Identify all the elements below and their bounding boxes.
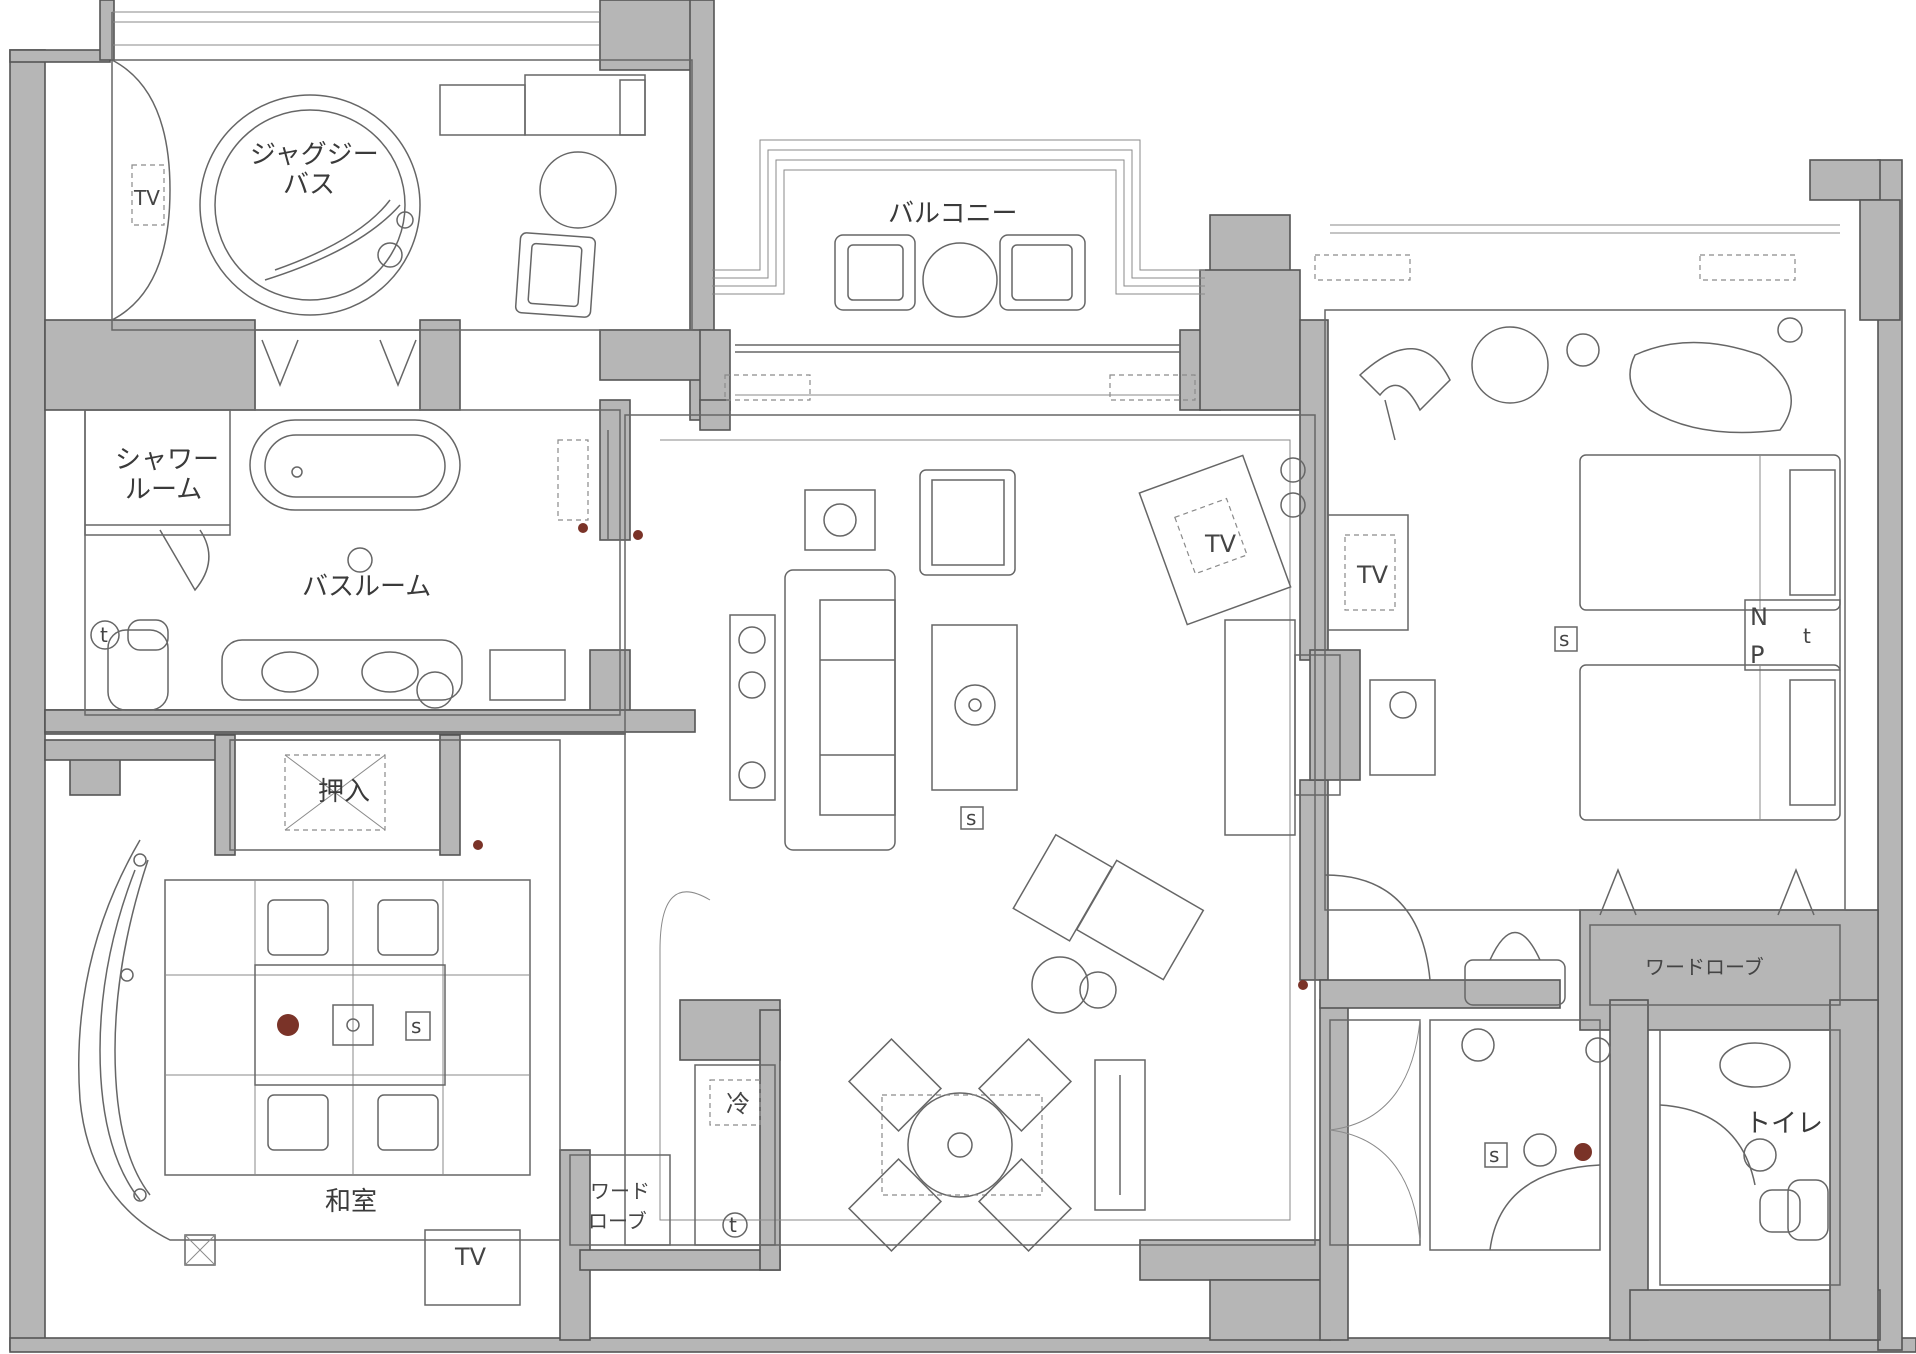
label-bathroom: バスルーム (302, 572, 431, 602)
entry-and-toilet (1329, 1019, 1841, 1286)
tv-tag-living: TV (1204, 530, 1237, 558)
label-wardrobe: ワードローブ (1645, 955, 1764, 979)
label-shower-line1: シャワー (115, 445, 219, 475)
label-toilet: トイレ (1745, 1109, 1823, 1139)
safe-tag-japanese: s (411, 1014, 421, 1038)
safe-tag-bedroom: s (1559, 627, 1569, 651)
balcony (712, 139, 1205, 401)
fridge-tag: 冷 (726, 1090, 750, 1118)
jacuzzi-room (111, 11, 693, 411)
safe-tag-entry: s (1489, 1143, 1499, 1167)
safe-tag-living: s (966, 806, 976, 830)
tv-tag-japanese: TV (454, 1243, 487, 1271)
marker-dots (277, 523, 1592, 1161)
tv-tag-jacuzzi: TV (133, 186, 160, 210)
telephone-tag-fridge: t (729, 1213, 737, 1237)
room-labels: ジャグジー バス バルコニー シャワー ルーム バスルーム 押入 和室 ワード … (115, 140, 1823, 1233)
label-shower-line2: ルーム (125, 475, 202, 505)
japanese-room (78, 739, 671, 1306)
fixture-tags: TV TV TV TV s s s s t t t 冷 N P (100, 186, 1811, 1271)
telephone-tag-bathroom: t (100, 623, 108, 647)
bathroom (84, 409, 621, 716)
label-balcony: バルコニー (888, 199, 1017, 229)
label-jacuzzi-line1: ジャグジー (250, 140, 379, 170)
label-wardrobe-small-line2: ローブ (588, 1209, 647, 1233)
p-tag: P (1750, 641, 1764, 669)
label-wardrobe-small-line1: ワード (590, 1179, 650, 1203)
label-jacuzzi-line2: バス (283, 170, 335, 200)
tv-tag-bedroom: TV (1356, 561, 1389, 589)
n-tag: N (1750, 603, 1768, 631)
telephone-tag-bedroom: t (1803, 624, 1811, 648)
label-japanese-room: 和室 (325, 1187, 377, 1217)
bedroom (1314, 224, 1846, 1006)
living-room (624, 414, 1341, 1253)
walls (9, 0, 1916, 1353)
label-closet: 押入 (318, 777, 370, 807)
